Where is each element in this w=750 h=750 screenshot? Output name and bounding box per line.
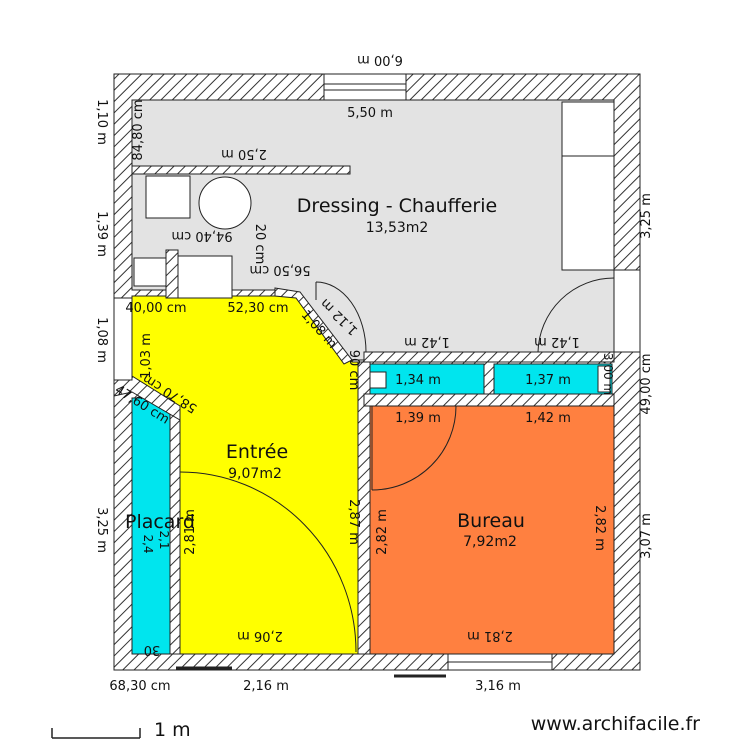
opening-right [613, 269, 641, 353]
dressing-name: Dressing - Chaufferie [297, 195, 497, 217]
dim-bottom-mid: 2,16 m [243, 679, 289, 694]
dimension-labels: 5,50 m 68,30 cm 2,16 m 3,16 m 1,39 m 1,4… [109, 106, 570, 694]
dim-287: 2,87 m [346, 499, 361, 545]
entree-area: 9,07m2 [228, 466, 282, 482]
entree-name: Entrée [226, 441, 288, 463]
dim-142c: 1,42 m [525, 411, 571, 426]
interior-wall-bureau-top [363, 393, 615, 407]
placard-name: Placard [125, 511, 195, 533]
divider-small [165, 249, 179, 299]
dim-top-inner: 5,50 m [347, 106, 393, 121]
watermark: www.archifacile.fr [531, 713, 700, 735]
dim-right-3: 3,07 m [639, 513, 654, 559]
scale-bar: 1 m [51, 719, 191, 741]
dim-103: 1,03 m [139, 333, 154, 379]
cabinet-upper [561, 101, 615, 157]
opening-left [113, 297, 133, 381]
dim-281: 2,81 m [183, 509, 198, 555]
appliance-box [145, 175, 191, 219]
door-swings [179, 277, 615, 654]
dim-139: 1,39 m [395, 411, 441, 426]
interior-wall-dressing-bottom [363, 351, 615, 363]
cabinet-lower [561, 155, 615, 271]
dim-090: 90 cm [346, 350, 361, 391]
dim-40: 40,00 cm [125, 301, 186, 316]
dim-right-2: 49,00 cm [639, 353, 654, 414]
dim-134: 1,34 m [395, 373, 441, 388]
small-box-left [133, 257, 167, 287]
dim-shelf-side: 84,80 cm [131, 99, 146, 160]
bureau-area: 7,92m2 [463, 534, 517, 550]
dim-142b: 1,42 m [534, 334, 580, 349]
dressing-area: 13,53m2 [366, 220, 429, 236]
dim-bottom-right: 3,16 m [475, 679, 521, 694]
storage-white-square-right [597, 365, 611, 393]
dim-shelf-top: 2,50 m [221, 146, 267, 161]
dim-56: 56,50 cm [249, 262, 310, 277]
boiler-circle [198, 176, 252, 230]
small-box-center [175, 255, 233, 299]
storage-cyan-right[interactable] [493, 363, 613, 395]
dim-137: 1,37 m [525, 373, 571, 388]
dimension-labels-vertical: 1,10 m 1,39 m 1,08 m 3,25 m 84,80 cm 1,0… [94, 99, 654, 559]
storage-cyan-left[interactable] [369, 363, 485, 395]
dim-right-1: 3,25 m [639, 193, 654, 239]
dim-281b: 2,81 m [467, 628, 513, 643]
dim-52: 52,30 cm [227, 301, 288, 316]
dim-bottom-left: 68,30 cm [109, 679, 170, 694]
dim-left-4: 3,25 m [94, 507, 109, 553]
dim-282a: 2,82 m [375, 509, 390, 555]
scale-label: 1 m [154, 719, 191, 741]
dim-left-1: 1,10 m [94, 99, 109, 145]
dim-2a: 2,1 [157, 530, 171, 549]
dim-300: 3,00 m [601, 353, 615, 395]
angled-wall-center [274, 287, 353, 365]
dim-d20: 20 cm [252, 224, 267, 265]
window-top [323, 73, 407, 101]
dim-206: 2,06 m [237, 628, 283, 643]
bureau-name: Bureau [457, 510, 525, 532]
dim-94: 94,40 cm [171, 228, 232, 243]
shelf-wall [131, 165, 351, 175]
room-bureau[interactable] [369, 405, 615, 655]
dim-30: 30 [144, 642, 161, 657]
dim-left-2: 1,39 m [94, 211, 109, 257]
storage-white-square-left [369, 371, 387, 389]
dim-left-3: 1,08 m [94, 317, 109, 363]
dim-top-outer: 6,00 m [357, 52, 403, 67]
dim-142a: 1,42 m [404, 334, 450, 349]
dim-282b: 2,82 m [592, 505, 607, 551]
dim-2b: 2,4 [141, 534, 155, 553]
dimension-labels-flipped: 6,00 m 2,50 m 2,06 m 2,81 m 1,42 m 1,42 … [144, 52, 580, 657]
